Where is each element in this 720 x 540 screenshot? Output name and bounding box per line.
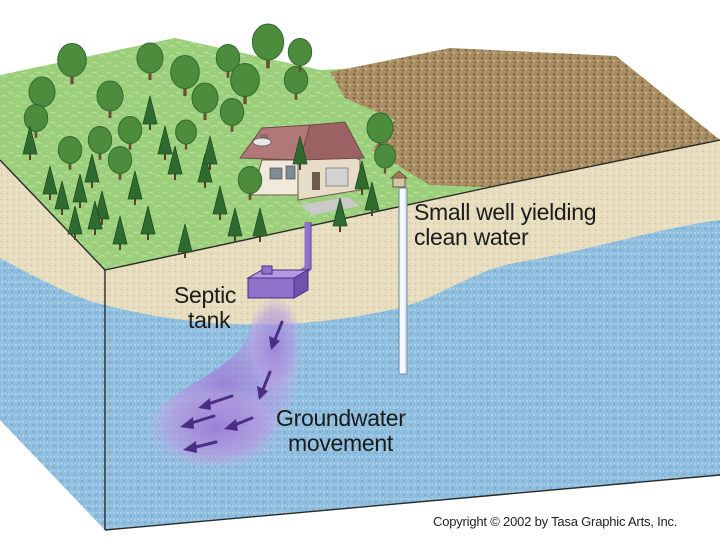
- well-label-line-1: Small well yielding: [414, 200, 596, 225]
- copyright-text: Copyright © 2002 by Tasa Graphic Arts, I…: [433, 514, 677, 529]
- groundwater-label-line-2: movement: [276, 431, 406, 456]
- septic-label-line-1: Septic: [174, 283, 236, 308]
- well-label-line-2: clean water: [414, 225, 596, 250]
- groundwater-label-line-1: Groundwater: [276, 406, 406, 431]
- groundwater-label: Groundwater movement: [276, 406, 406, 456]
- septic-tank-label: Septic tank: [174, 283, 236, 333]
- septic-label-line-2: tank: [174, 308, 236, 333]
- well-label: Small well yielding clean water: [414, 200, 596, 250]
